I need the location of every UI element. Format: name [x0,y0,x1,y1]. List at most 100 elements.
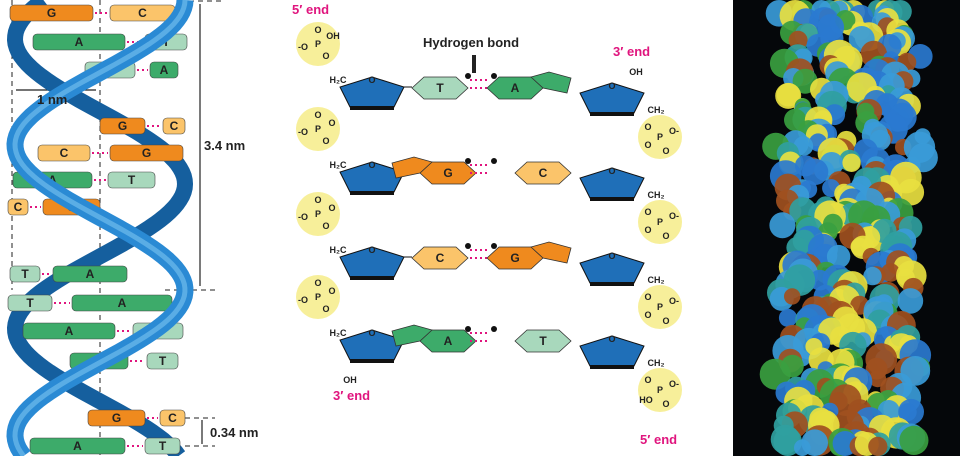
base-T [144,437,181,455]
phosphorus-atom: P [315,292,321,302]
base-C [159,409,186,427]
atom-sphere [897,178,925,206]
oxygen-atom: O [644,310,651,320]
base-A [29,437,126,455]
phosphorus-atom: P [657,217,663,227]
hydroxyl-label: OH [629,67,643,77]
turn-length-label: 3.4 nm [204,138,245,153]
atom-sphere [899,425,929,455]
h2c-label: H₂C [330,328,347,338]
base-letter: C [60,146,69,160]
base-A [32,33,126,51]
atom-sphere [842,153,861,172]
oxygen-atom: O [322,221,329,231]
right-base: A [486,71,572,100]
ho-label: HO [639,395,653,405]
oxygen-atom: O- [669,211,679,221]
oxygen-atom: O [328,203,335,213]
oxygen-atom: O [644,140,651,150]
oxygen-atom: O [314,278,321,288]
base-letter: C [170,119,179,133]
phosphorus-atom: P [315,209,321,219]
right-base: G [486,241,572,270]
three-prime-end-top: 3′ end [613,44,650,59]
left-phosphate: PO-OOO [296,107,340,151]
three-prime-end-bottom: 3′ end [333,388,370,403]
left-sugar: O [339,245,405,280]
oxygen-atom: O [662,316,669,326]
base-letter: G [47,6,56,20]
atom-dot [491,158,497,164]
phosphorus-atom: P [657,385,663,395]
left-base: C [411,246,469,270]
left-phosphate: PO-OOO [296,192,340,236]
ring-oxygen: O [608,251,615,261]
base-A [149,61,179,79]
right-sugar: O [579,251,645,286]
base-G [87,409,146,427]
atom-dot [491,326,497,332]
base-letter: C [539,166,548,180]
right-sugar: O [579,81,645,116]
ch2-label: CH₂ [648,275,665,285]
right-sugar: O [579,334,645,369]
ring-oxygen: O [608,81,615,91]
left-phosphate: PO-OOO [296,275,340,319]
base-A [22,322,116,340]
base-letter: C [138,6,147,20]
left-sugar: O [339,75,405,110]
oxygen-atom: O [322,51,329,61]
ring-oxygen: O [608,334,615,344]
base-letter: C [168,411,177,425]
phosphorus-atom: P [657,132,663,142]
ch2-label: CH₂ [648,190,665,200]
hydroxyl-label: OH [343,375,357,385]
phosphate-circle [296,22,340,66]
base-G [9,4,94,22]
oxygen-atom: O [322,136,329,146]
atom-sphere [794,439,811,456]
atom-sphere [863,266,882,286]
oxygen-atom: O [328,118,335,128]
ring-oxygen: O [368,75,375,85]
width-label: 1 nm [37,92,67,107]
base-letter: G [443,166,452,180]
atom-dot [491,243,497,249]
atom-sphere [881,263,900,282]
phosphate-circle [638,368,682,412]
base-letter: A [118,296,127,310]
atom-sphere [826,244,851,269]
hydroxyl-label: OH [326,31,340,41]
phosphate-circle [638,115,682,159]
base-letter: T [539,334,547,348]
phosphorus-atom: P [315,39,321,49]
right-base: C [514,161,572,185]
space-filling-model-panel [733,0,960,456]
oxygen-atom: -O [298,42,308,52]
ch2-label: CH₂ [648,358,665,368]
base-ring [411,246,469,270]
oxygen-atom: O [314,110,321,120]
left-sugar: O [339,328,405,363]
atom-sphere [778,308,798,327]
oxygen-atom: O [644,225,651,235]
base-letter: T [128,173,136,187]
base-T [9,265,41,283]
oxygen-atom: O [644,375,651,385]
phosphorus-atom: P [315,124,321,134]
oxygen-atom: O [644,207,651,217]
base-G [109,144,184,162]
h2c-label: H₂C [330,160,347,170]
atom-sphere [769,212,796,239]
atom-dot [465,158,471,164]
base-letter: A [65,324,74,338]
